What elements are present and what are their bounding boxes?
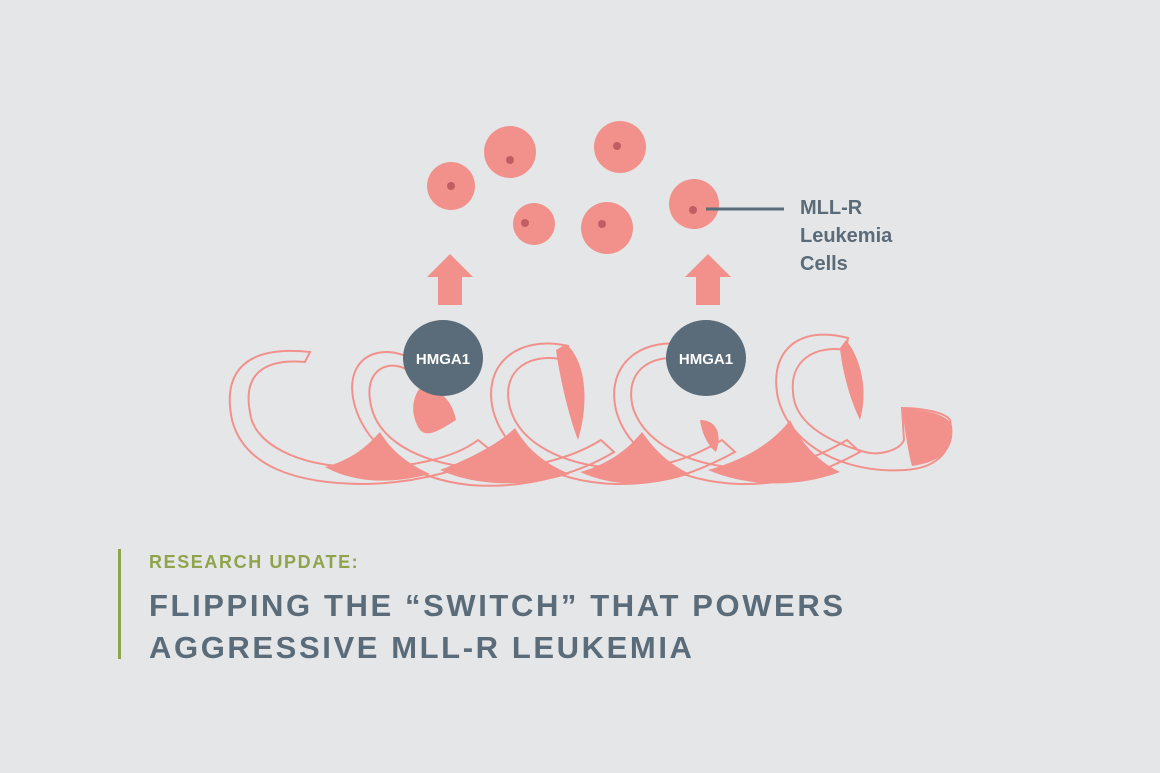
dna-loop [775, 333, 953, 472]
hmga1-label: HMGA1 [679, 351, 733, 368]
headline-line: AGGRESSIVE MLL-R LEUKEMIA [149, 630, 695, 665]
headline-line: FLIPPING THE “SWITCH” THAT POWERS [149, 588, 846, 623]
leukemia-cell [484, 126, 536, 178]
leukemia-cell [594, 121, 646, 173]
leukemia-cell [427, 162, 475, 210]
dna-ribbon [228, 333, 953, 487]
hmga1-protein: HMGA1 [403, 320, 483, 396]
up-arrow-icon [685, 254, 731, 305]
hmga1-protein: HMGA1 [666, 320, 746, 396]
cell-label-line: MLL-R [800, 197, 863, 219]
up-arrow-icon [427, 254, 473, 305]
article-caption: RESEARCH UPDATE: FLIPPING THE “SWITCH” T… [118, 549, 846, 665]
cell-label-line: Leukemia [800, 225, 893, 247]
leukemia-cell [581, 202, 633, 254]
leukemia-cell [513, 203, 555, 245]
dna-loop [490, 342, 737, 486]
leukemia-cells [427, 121, 719, 254]
dna-loop [351, 351, 616, 487]
dna-loop [613, 342, 862, 486]
kicker-label: RESEARCH UPDATE: [149, 552, 360, 572]
leukemia-cell-labeled [669, 179, 719, 229]
cell-label: MLL-R Leukemia Cells [800, 197, 898, 275]
headline: FLIPPING THE “SWITCH” THAT POWERS AGGRES… [149, 585, 846, 669]
hmga1-chromatin-diagram: MLL-R Leukemia Cells [228, 121, 953, 487]
hmga1-label: HMGA1 [416, 351, 470, 368]
cell-label-line: Cells [800, 253, 848, 275]
